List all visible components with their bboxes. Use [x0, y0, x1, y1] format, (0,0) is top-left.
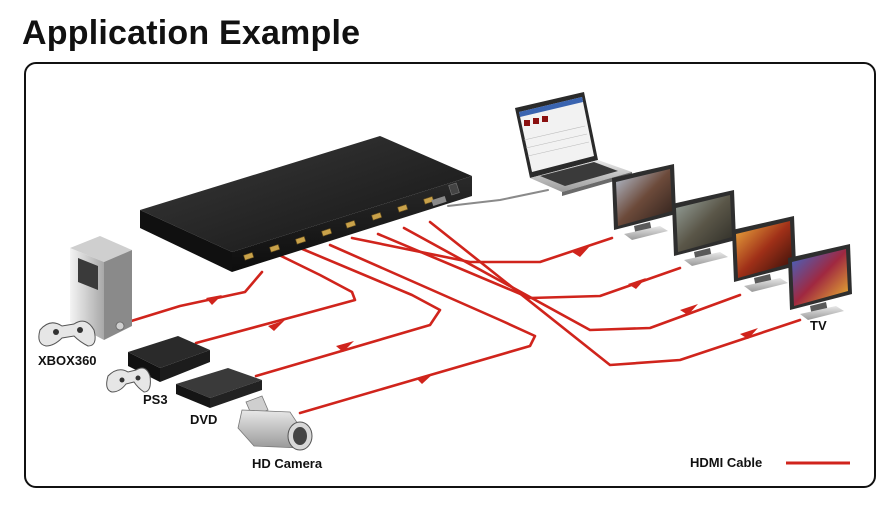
cable-out-3 [402, 226, 742, 332]
label-hd-camera: HD Camera [252, 456, 323, 471]
cable-xbox [126, 270, 264, 324]
cable-camera [298, 243, 537, 415]
arrow-out-2 [628, 278, 646, 289]
xbox360-console-icon [70, 236, 132, 340]
laptop-icon [515, 92, 632, 196]
arrow-out-4 [740, 328, 758, 339]
label-dvd: DVD [190, 412, 217, 427]
gamepad-icon [106, 367, 151, 393]
legend-label: HDMI Cable [690, 455, 762, 470]
label-ps3: PS3 [143, 392, 168, 407]
monitor-icon [612, 164, 676, 240]
cable-laptop [447, 189, 549, 207]
label-xbox360: XBOX360 [38, 353, 97, 368]
tv-icon [788, 244, 852, 320]
hdmi-matrix-switch-icon [140, 136, 472, 272]
cable-ps3 [194, 251, 357, 345]
monitor-icon [732, 216, 796, 292]
arrow-camera [416, 373, 434, 384]
cable-dvd [254, 246, 442, 378]
ps3-console-icon [128, 336, 210, 382]
hd-camera-icon [237, 395, 313, 451]
legend: HDMI Cable [690, 455, 850, 470]
cable-out-2 [376, 232, 682, 300]
cable-out-4 [428, 220, 802, 367]
monitor-icon [672, 190, 736, 266]
label-tv: TV [810, 318, 827, 333]
gamepad-icon [38, 320, 96, 347]
page-title: Application Example [22, 14, 361, 52]
cable-out-1 [350, 236, 614, 264]
arrow-out-1 [572, 246, 590, 257]
arrow-dvd [336, 341, 354, 352]
cable-arrows [206, 246, 758, 384]
dvd-player-icon [176, 368, 262, 408]
arrow-xbox [206, 295, 222, 305]
arrow-ps3 [268, 320, 285, 331]
arrow-out-3 [680, 304, 698, 315]
